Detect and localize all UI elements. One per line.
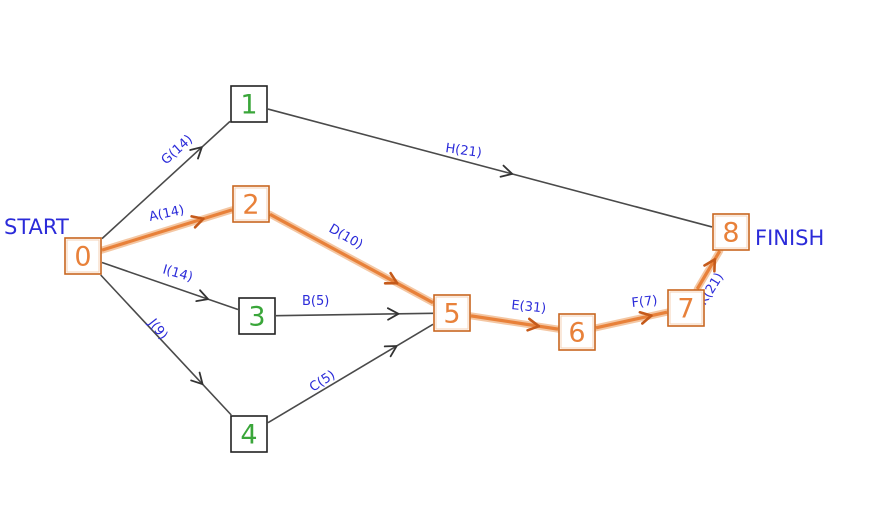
node-box — [232, 185, 270, 223]
node-box-inner — [714, 215, 748, 249]
node-5: 5 — [433, 294, 471, 332]
node-number: 4 — [240, 420, 257, 451]
edge-D: D(10) — [266, 210, 437, 307]
edge-label-C: C(5) — [307, 368, 338, 396]
edge-line — [275, 312, 434, 317]
node-4: 4 — [230, 415, 268, 453]
edge-label-A: A(14) — [148, 203, 186, 225]
edge-E: E(31) — [467, 298, 562, 333]
node-box — [558, 313, 596, 351]
edge-J: J(9) — [100, 274, 232, 416]
node-number: 5 — [443, 299, 460, 330]
arrowhead-icon — [190, 215, 205, 229]
edge-F: F(7) — [592, 293, 671, 332]
arrowhead-icon — [526, 317, 541, 332]
nodes-layer: 0 1 2 3 4 5 6 7 8 — [64, 85, 750, 453]
edge-label-E: E(31) — [511, 298, 547, 317]
edge-line — [101, 120, 231, 240]
arrowhead-icon — [386, 307, 400, 321]
arrowhead-icon — [195, 289, 209, 303]
node-box — [712, 213, 750, 251]
arrowhead-icon — [638, 310, 653, 325]
node-0: 0 — [64, 237, 102, 275]
node-number: 3 — [248, 302, 265, 333]
arrowhead-icon — [703, 258, 717, 273]
node-number: 2 — [242, 190, 259, 221]
node-2: 2 — [232, 185, 270, 223]
node-box — [433, 294, 471, 332]
node-number: 8 — [722, 218, 739, 249]
edge-B: B(5) — [275, 294, 434, 321]
node-box — [230, 415, 268, 453]
node-box-inner — [66, 239, 100, 273]
edges-layer: G(14)A(14)I(14)J(9)H(21)D(10)B(5)C(5)E(3… — [98, 108, 727, 424]
node-box — [230, 85, 268, 123]
edge-line — [695, 250, 722, 290]
node-number: 6 — [568, 318, 585, 349]
start-label: START — [4, 215, 69, 239]
arrowhead-icon — [499, 164, 514, 178]
node-box-inner — [234, 187, 268, 221]
node-box-inner — [435, 296, 469, 330]
edge-label-H: H(21) — [444, 141, 482, 161]
node-1: 1 — [230, 85, 268, 123]
arrowhead-icon — [190, 371, 204, 386]
node-3: 3 — [238, 297, 276, 335]
edge-line — [470, 314, 559, 331]
finish-label: FINISH — [755, 226, 824, 250]
edge-label-I: I(14) — [161, 262, 194, 285]
edge-line — [595, 310, 668, 330]
edge-line — [267, 108, 713, 228]
edge-label-B: B(5) — [302, 294, 329, 309]
node-box — [64, 237, 102, 275]
node-number: 7 — [677, 294, 694, 325]
arrowhead-icon — [189, 146, 203, 160]
node-box — [667, 289, 705, 327]
edge-line — [267, 323, 434, 424]
node-box — [238, 297, 276, 335]
node-box-inner — [669, 291, 703, 325]
edge-line — [101, 261, 239, 311]
node-7: 7 — [667, 289, 705, 327]
edge-line — [101, 208, 233, 252]
edge-I: I(14) — [101, 261, 239, 311]
arrowhead-icon — [383, 271, 399, 285]
edge-A: A(14) — [98, 203, 236, 254]
node-6: 6 — [558, 313, 596, 351]
edge-label-F: F(7) — [631, 293, 658, 311]
node-number: 1 — [240, 90, 257, 121]
edge-label-J: J(9) — [144, 315, 170, 343]
edge-C: C(5) — [267, 323, 434, 424]
node-box-inner — [560, 315, 594, 349]
edge-line — [100, 274, 232, 416]
node-8: 8 — [712, 213, 750, 251]
arrowhead-icon — [383, 345, 398, 358]
edge-line — [269, 212, 434, 305]
edge-H: H(21) — [267, 108, 713, 228]
node-number: 0 — [74, 242, 91, 273]
